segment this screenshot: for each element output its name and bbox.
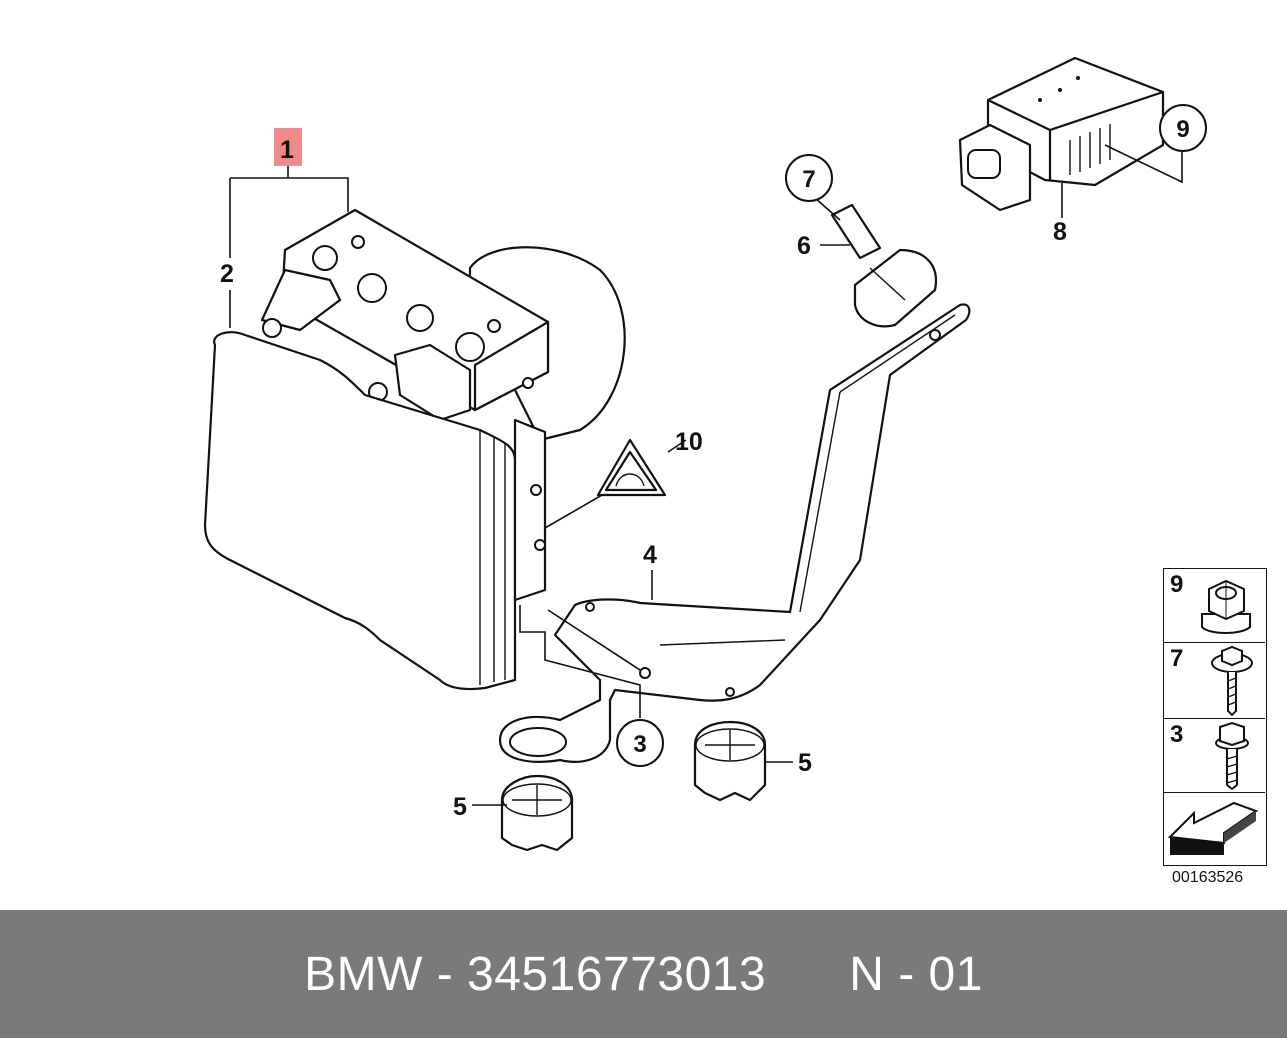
diagram-reference: N - 01 (849, 947, 983, 1001)
grommet-right[interactable] (693, 720, 767, 802)
hex-bolt-icon (1215, 721, 1249, 791)
leader-lines (229, 144, 1183, 806)
callout-9[interactable]: 9 (1159, 104, 1207, 152)
legend-item-direction[interactable] (1164, 793, 1265, 865)
callout-5-right[interactable]: 5 (798, 749, 812, 777)
footer-bar: BMW - 34516773013 N - 01 (0, 910, 1287, 1038)
callout-9-number: 9 (1176, 116, 1189, 143)
legend-item-number: 9 (1170, 571, 1184, 598)
direction-arrow-icon (1167, 801, 1259, 855)
footer-text: BMW - 34516773013 N - 01 (0, 910, 1287, 1038)
legend-item-9[interactable]: 9 (1164, 569, 1265, 643)
callout-7[interactable]: 7 (785, 154, 833, 202)
mounting-bracket[interactable] (498, 303, 971, 763)
callout-6[interactable]: 6 (797, 232, 811, 260)
legend-item-number: 3 (1170, 721, 1184, 748)
fastener-legend: 9 7 3 (1163, 568, 1267, 866)
nut-icon (1201, 579, 1251, 634)
callout-5-left[interactable]: 5 (453, 793, 467, 821)
rubber-mount[interactable] (830, 203, 938, 328)
legend-item-7[interactable]: 7 (1164, 643, 1265, 719)
legend-item-3[interactable]: 3 (1164, 719, 1265, 793)
diagram-code: 00163526 (1172, 869, 1244, 886)
callout-1-number: 1 (280, 136, 294, 164)
callout-3-number: 3 (633, 731, 646, 758)
yaw-rate-sensor[interactable] (958, 56, 1165, 212)
callout-4[interactable]: 4 (643, 541, 657, 569)
abs-hydraulic-unit[interactable] (203, 208, 626, 691)
callout-1[interactable]: 1 (274, 128, 302, 166)
callout-10[interactable]: 10 (675, 428, 703, 456)
grommet-left[interactable] (500, 774, 574, 852)
brand-part-number: BMW - 34516773013 (304, 947, 767, 1001)
warning-label[interactable] (596, 438, 667, 497)
callout-3[interactable]: 3 (616, 719, 664, 767)
callout-2[interactable]: 2 (220, 260, 234, 288)
callout-8[interactable]: 8 (1053, 218, 1067, 246)
screw-washer-icon (1211, 645, 1253, 717)
callout-7-number: 7 (802, 166, 815, 193)
parts-diagram: 1 2 3 4 5 5 6 7 8 9 10 (203, 56, 1207, 852)
legend-item-number: 7 (1170, 645, 1184, 672)
